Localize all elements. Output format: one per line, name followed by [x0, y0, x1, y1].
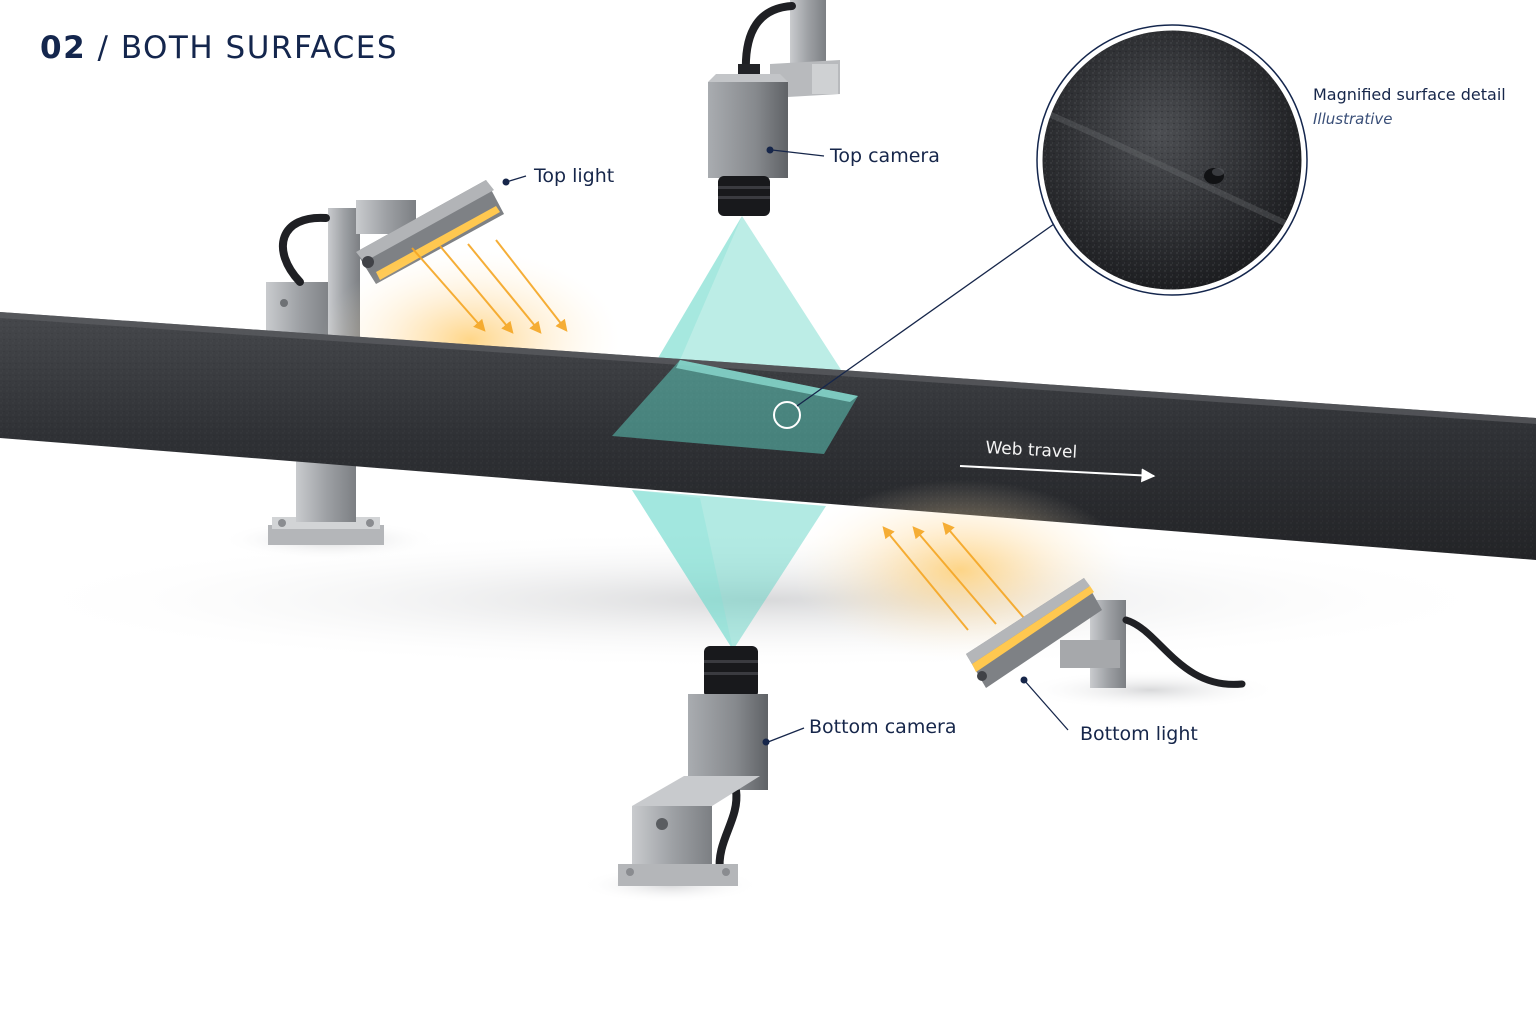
title-text: BOTH SURFACES: [120, 30, 398, 66]
magnifier-subtitle: Illustrative: [1313, 110, 1393, 128]
bottom-light-label: Bottom light: [1080, 723, 1198, 745]
magnifier-leader: [796, 223, 1055, 407]
title-separator: /: [97, 30, 110, 66]
defect-marker: [773, 401, 801, 429]
bottom-light-stand: [1060, 600, 1246, 688]
floor-shadow: [0, 530, 1520, 670]
bottom-camera-mount: [618, 776, 760, 886]
top-camera-label: Top camera: [830, 145, 940, 167]
bottom-light-rays: [882, 522, 1025, 631]
bottom-light-fixture: [966, 578, 1102, 688]
label-dots: [502, 178, 1028, 684]
bottom-camera: [688, 646, 770, 790]
top-camera: [708, 64, 788, 216]
bottom-camera-field-of-view: [632, 490, 826, 650]
bottom-camera-label: Bottom camera: [809, 716, 957, 738]
web-travel-arrow: [959, 465, 1156, 483]
page-title: 02 / BOTH SURFACES: [40, 30, 398, 66]
magnifier-circle: [1036, 24, 1308, 296]
top-light-label: Top light: [534, 165, 615, 187]
inspection-footprint: [612, 360, 858, 454]
top-light-rays: [411, 239, 568, 334]
floor-shadow: [1020, 670, 1280, 710]
bottom-light-glow: [790, 480, 1130, 660]
title-number: 02: [40, 30, 87, 66]
magnifier-title: Magnified surface detail: [1313, 85, 1506, 104]
label-leaders: [505, 149, 1069, 743]
